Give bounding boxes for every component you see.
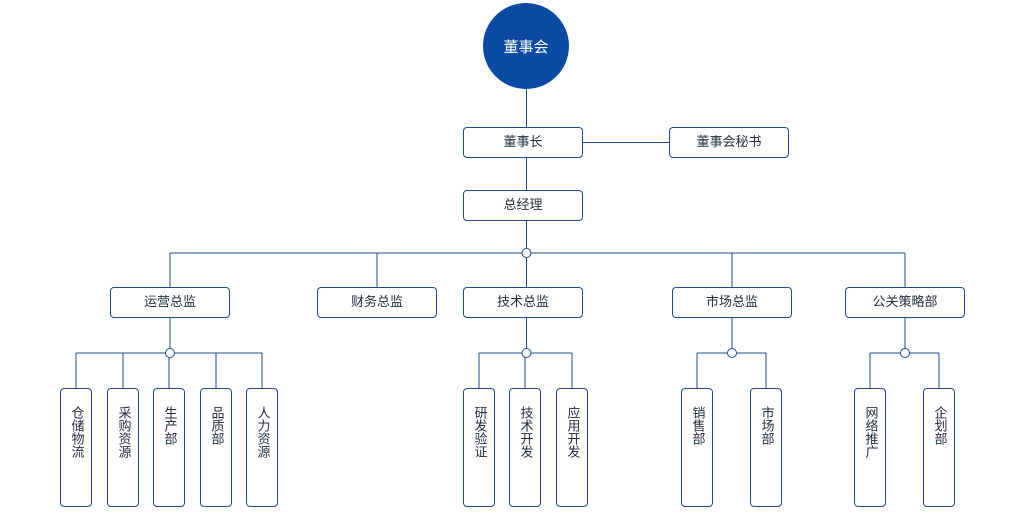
junction-dot [727,348,737,358]
director-label: 财务总监 [350,295,403,310]
secretary-node[interactable]: 董事会秘书 [669,127,789,158]
general-manager-label: 总经理 [503,198,543,213]
chairman-label: 董事长 [503,135,543,150]
department-label: 应用开发 [564,406,580,458]
department-node[interactable]: 采购资源 [107,388,139,507]
department-label: 网络推广 [862,406,878,458]
department-node[interactable]: 品质部 [200,388,232,507]
director-node-finance[interactable]: 财务总监 [317,287,437,318]
department-node[interactable]: 生产部 [153,388,185,507]
department-node[interactable]: 仓储物流 [60,388,92,507]
department-label: 品质部 [208,406,224,445]
junction-dot [165,348,175,358]
department-label: 生产部 [161,406,177,445]
director-label: 公关策略部 [872,295,938,310]
department-node[interactable]: 市场部 [750,388,782,507]
junction-dot [521,248,532,258]
department-label: 仓储物流 [68,406,84,458]
department-node[interactable]: 应用开发 [556,388,588,507]
director-node-pr-strategy[interactable]: 公关策略部 [845,287,965,318]
department-label: 人力资源 [254,406,270,458]
secretary-label: 董事会秘书 [696,135,762,150]
director-label: 市场总监 [705,295,758,310]
director-label: 技术总监 [496,295,549,310]
department-node[interactable]: 研发验证 [463,388,495,507]
department-node[interactable]: 销售部 [681,388,713,507]
junction-dot [900,348,910,358]
department-label: 技术开发 [517,406,533,458]
department-label: 销售部 [689,406,705,445]
general-manager-node[interactable]: 总经理 [463,190,583,221]
department-label: 市场部 [758,406,774,445]
director-node-technology[interactable]: 技术总监 [463,287,583,318]
department-node[interactable]: 网络推广 [854,388,886,507]
board-label: 董事会 [503,37,549,56]
director-label: 运营总监 [143,295,196,310]
department-label: 企划部 [931,406,947,445]
department-label: 采购资源 [115,406,131,458]
department-node[interactable]: 企划部 [923,388,955,507]
board-node[interactable]: 董事会 [483,3,569,89]
junction-dot [521,348,532,358]
department-label: 研发验证 [471,406,487,458]
director-node-marketing[interactable]: 市场总监 [672,287,792,318]
department-node[interactable]: 技术开发 [509,388,541,507]
department-node[interactable]: 人力资源 [246,388,278,507]
director-node-operations[interactable]: 运营总监 [110,287,230,318]
chairman-node[interactable]: 董事长 [463,127,583,158]
